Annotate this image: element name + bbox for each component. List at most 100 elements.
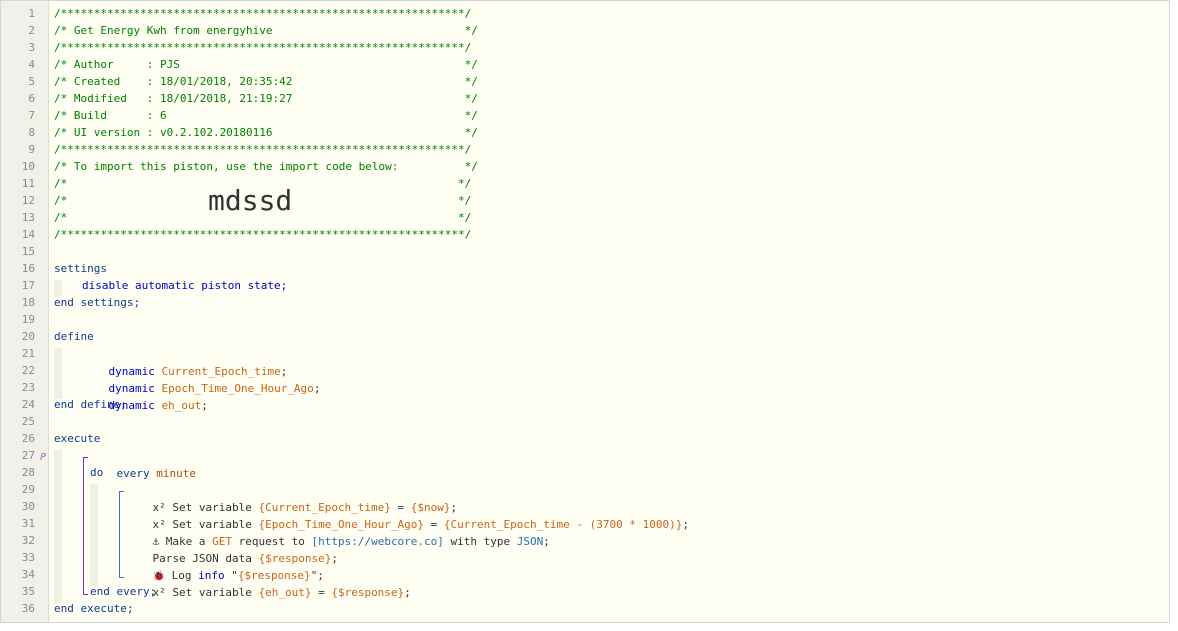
line-number: 4 — [28, 58, 35, 71]
statement-set-eh-out[interactable]: x² Set variable {eh_out} = {$response}; — [126, 567, 411, 599]
code-line: 26 execute — [1, 430, 1169, 447]
code-line: 29 — [1, 481, 1169, 498]
code-line: 25 — [1, 413, 1169, 430]
line-text[interactable]: do — [90, 466, 104, 479]
line-text[interactable]: /* */ — [54, 194, 472, 207]
statement-set-epoch-hour-ago[interactable]: x² Set variable {Epoch_Time_One_Hour_Ago… — [126, 499, 689, 531]
code-line: 1/**************************************… — [1, 5, 1169, 22]
variable-name[interactable]: eh_out — [161, 399, 202, 412]
line-number: 6 — [28, 92, 35, 105]
line-text[interactable]: end execute; — [54, 602, 134, 615]
variable-ref: {$response} — [258, 552, 332, 565]
line-number: 12 — [21, 194, 35, 207]
line-text[interactable]: /* To import this piston, use the import… — [54, 160, 478, 173]
statement-log[interactable]: 🐞 Log info "{$response}"; — [126, 550, 324, 582]
code-line: 22 — [1, 362, 1169, 379]
variable-ref: {Epoch_Time_One_Hour_Ago} — [258, 518, 425, 531]
code-line: 15 — [1, 243, 1169, 260]
line-text[interactable]: /* */ — [54, 177, 472, 190]
line-number: 14 — [21, 228, 35, 241]
indent-guide — [54, 348, 62, 399]
statement-end: "; — [310, 569, 324, 582]
line-number: 28 — [21, 466, 35, 479]
content-type: JSON — [516, 535, 544, 548]
line-number: 31 — [21, 517, 35, 530]
variable-name[interactable]: Epoch_Time_One_Hour_Ago — [161, 382, 314, 395]
line-text[interactable]: /* Modified : 18/01/2018, 21:19:27 */ — [54, 92, 478, 105]
statement-parse-json[interactable]: Parse JSON data {$response}; — [126, 533, 338, 565]
line-text[interactable]: /* UI version : v0.2.102.20180116 */ — [54, 126, 478, 139]
indent-guide — [54, 450, 62, 603]
do-block-bracket-top — [119, 491, 124, 492]
line-text[interactable]: /* Author : PJS */ — [54, 58, 478, 71]
code-line: 32 — [1, 532, 1169, 549]
line-number: 22 — [21, 364, 35, 377]
keyword-every: every — [116, 467, 150, 480]
expression: {$response} — [331, 586, 405, 599]
line-text[interactable]: /* Build : 6 */ — [54, 109, 478, 122]
statement-text: Log — [171, 569, 199, 582]
line-number: 18 — [21, 296, 35, 309]
variable-ref: {eh_out} — [258, 586, 312, 599]
code-line: 28 do — [1, 464, 1169, 481]
variable-name[interactable]: Current_Epoch_time — [161, 365, 281, 378]
line-text[interactable]: execute — [54, 432, 101, 445]
line-text[interactable]: end define; — [54, 398, 127, 411]
line-number: 29 — [21, 483, 35, 496]
statement-http-request[interactable]: ⚓ Make a GET request to [https://webcore… — [126, 516, 550, 548]
line-number: 5 — [28, 75, 35, 88]
line-text[interactable]: end settings; — [54, 296, 141, 309]
code-line: 23 — [1, 379, 1169, 396]
line-text[interactable]: define — [54, 330, 94, 343]
code-line: 5 /* Created : 18/01/2018, 20:35:42 */ — [1, 73, 1169, 90]
statement-end: ; — [682, 518, 689, 531]
statement-text: Make a — [165, 535, 213, 548]
statement-end: ; — [331, 552, 338, 565]
line-text[interactable]: /***************************************… — [54, 143, 472, 156]
define-line-21[interactable]: dynamic Current_Epoch_time; — [108, 365, 288, 378]
line-number: 25 — [21, 415, 35, 428]
line-text[interactable]: /***************************************… — [54, 7, 472, 20]
line-text[interactable]: /* Created : 18/01/2018, 20:35:42 */ — [54, 75, 478, 88]
line-number: 7 — [28, 109, 35, 122]
line-number: 26 — [21, 432, 35, 445]
code-line: 10/* To import this piston, use the impo… — [1, 158, 1169, 175]
every-block-bracket-bottom — [83, 594, 88, 595]
code-line: 34 — [1, 566, 1169, 583]
code-line: 8/* UI version : v0.2.102.20180116 */ — [1, 124, 1169, 141]
line-text[interactable]: end every; — [90, 585, 157, 598]
line-text[interactable]: /* Get Energy Kwh from energyhive */ — [54, 24, 478, 37]
define-line-22[interactable]: dynamic Epoch_Time_One_Hour_Ago; — [108, 382, 321, 395]
line-text[interactable]: /***************************************… — [54, 41, 472, 54]
line-text[interactable]: /***************************************… — [54, 228, 472, 241]
line-text[interactable]: /* */ — [54, 211, 472, 224]
every-statement[interactable]: every minute — [90, 448, 197, 480]
statement-text: = — [311, 586, 332, 599]
define-line-23[interactable]: dynamic eh_out; — [108, 399, 208, 412]
every-block-bracket-top — [83, 457, 88, 458]
do-block-bracket-bottom — [119, 577, 124, 578]
line-number: 17 — [21, 279, 35, 292]
statement-set-current-epoch[interactable]: x² Set variable {Current_Epoch_time} = {… — [126, 482, 458, 514]
line-number: 3 — [28, 41, 35, 54]
line-number: 24 — [21, 398, 35, 411]
bug-icon: 🐞 — [152, 571, 165, 582]
statement-text: Set variable — [172, 501, 259, 514]
line-number: 23 — [21, 381, 35, 394]
indent-guide — [54, 280, 62, 297]
code-line: 9/**************************************… — [1, 141, 1169, 158]
set-variable-icon: x² — [152, 586, 166, 599]
line-number-gutter — [1, 1, 49, 622]
piston-marker: P — [40, 452, 47, 463]
statement-end: ; — [543, 535, 550, 548]
variable-ref: {Current_Epoch_time} — [258, 501, 391, 514]
code-line: 6 /* Modified : 18/01/2018, 21:19:27 */ — [1, 90, 1169, 107]
statement-text: Set variable — [172, 518, 259, 531]
line-text[interactable]: disable automatic piston state; — [82, 279, 288, 292]
statement-text: = — [390, 501, 411, 514]
line-text[interactable]: settings — [54, 262, 107, 275]
